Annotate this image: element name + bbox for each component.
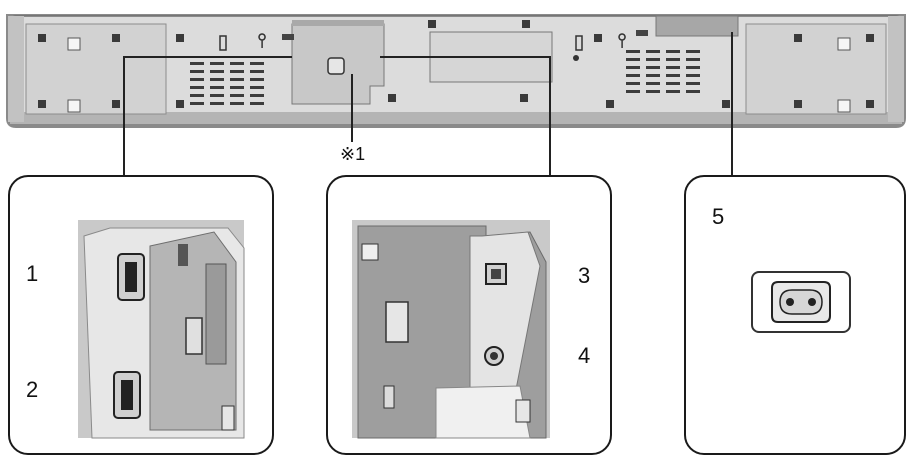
- round-port: [484, 346, 504, 366]
- note-label: ※1: [340, 144, 366, 164]
- hdmi-port-1: [117, 253, 145, 301]
- callout-2: 2: [26, 377, 39, 402]
- connector-center: [380, 56, 551, 176]
- connector-lines: [123, 32, 733, 176]
- connector-left: [123, 56, 292, 176]
- soundbar-rear-view: [6, 14, 906, 128]
- optical-port: [485, 263, 507, 285]
- hdmi-port-2: [113, 371, 141, 419]
- callout-4: 4: [578, 343, 591, 368]
- callout-5: 5: [712, 204, 725, 229]
- callout-3: 3: [578, 263, 591, 288]
- callout-1: 1: [26, 261, 39, 286]
